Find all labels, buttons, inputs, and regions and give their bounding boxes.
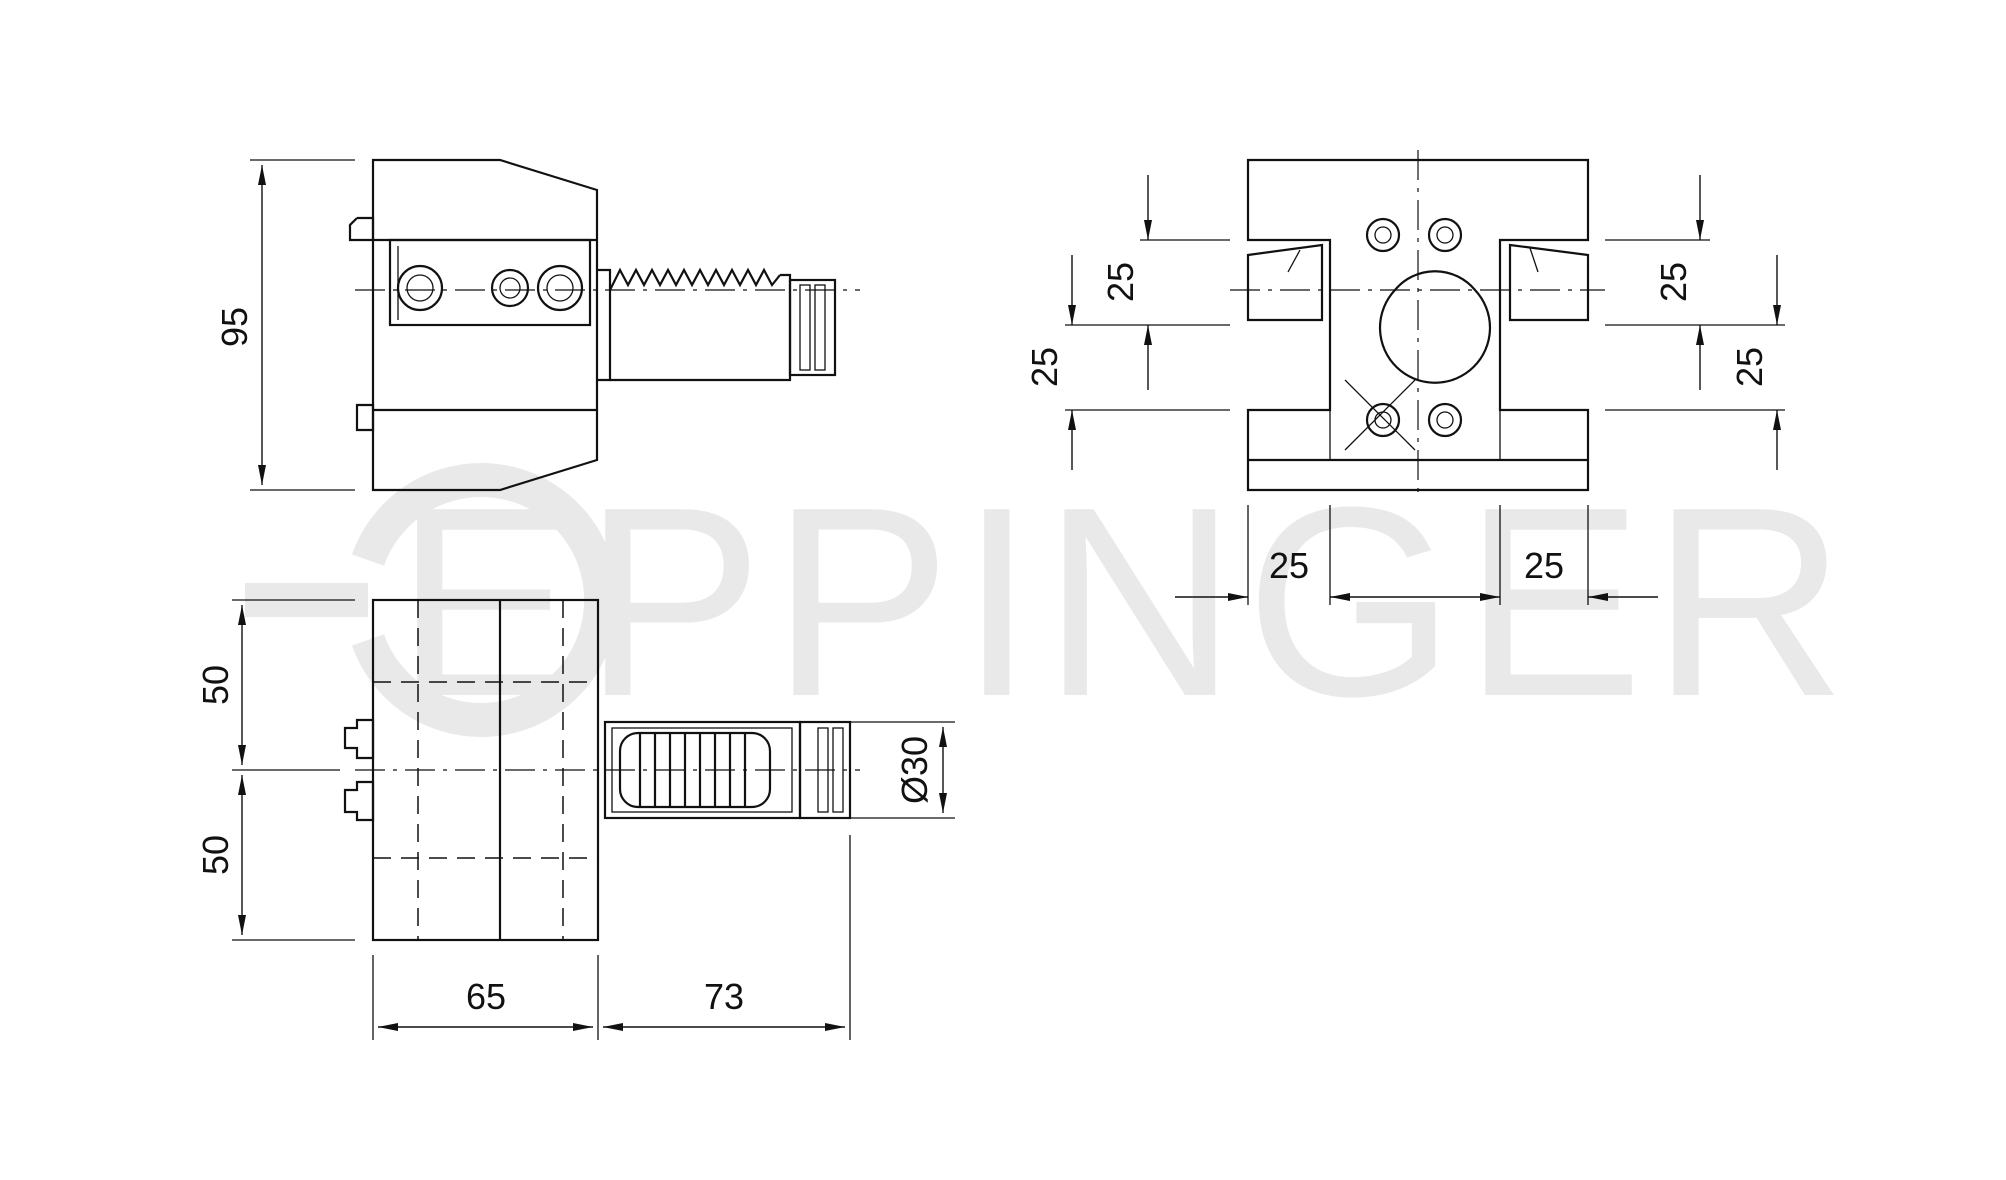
dim-top-left: 50 50	[195, 599, 355, 941]
dim-label-95: 95	[214, 307, 255, 347]
dim-front-left: 25 25	[1024, 175, 1230, 470]
side-view	[348, 158, 860, 492]
dim-label-front-top-left: 25	[1100, 262, 1141, 302]
dim-label-front-h-left: 25	[1269, 545, 1309, 586]
serration-icon	[618, 731, 772, 809]
dim-label-front-bottom-right: 25	[1729, 347, 1770, 387]
dim-label-top-upper: 50	[195, 665, 236, 705]
dim-label-73: 73	[704, 976, 744, 1017]
hole-icon	[1365, 402, 1401, 438]
screw-icon	[396, 264, 444, 312]
dim-bottom: 65 73	[372, 835, 851, 1040]
dim-label-front-bottom-left: 25	[1024, 347, 1065, 387]
screw-icon	[490, 268, 530, 308]
screw-icon	[536, 264, 584, 312]
watermark: EPPINGER	[245, 452, 1854, 753]
dim-diameter: Ø30	[850, 721, 955, 819]
dim-label-front-top-right: 25	[1653, 262, 1694, 302]
dim-label-top-lower: 50	[195, 835, 236, 875]
hole-icon	[1365, 217, 1401, 253]
dim-label-diameter: Ø30	[894, 736, 935, 804]
dim-height-95: 95	[214, 159, 355, 491]
dim-front-horizontal: 25 25	[1175, 505, 1658, 605]
hole-icon	[1427, 217, 1463, 253]
hole-icon	[1427, 402, 1463, 438]
dim-front-right: 25 25	[1605, 175, 1785, 470]
front-view	[1230, 150, 1605, 500]
dim-label-65: 65	[466, 976, 506, 1017]
dim-label-front-h-right: 25	[1524, 545, 1564, 586]
top-view	[343, 598, 860, 942]
watermark-text: EPPINGER	[395, 452, 1854, 753]
